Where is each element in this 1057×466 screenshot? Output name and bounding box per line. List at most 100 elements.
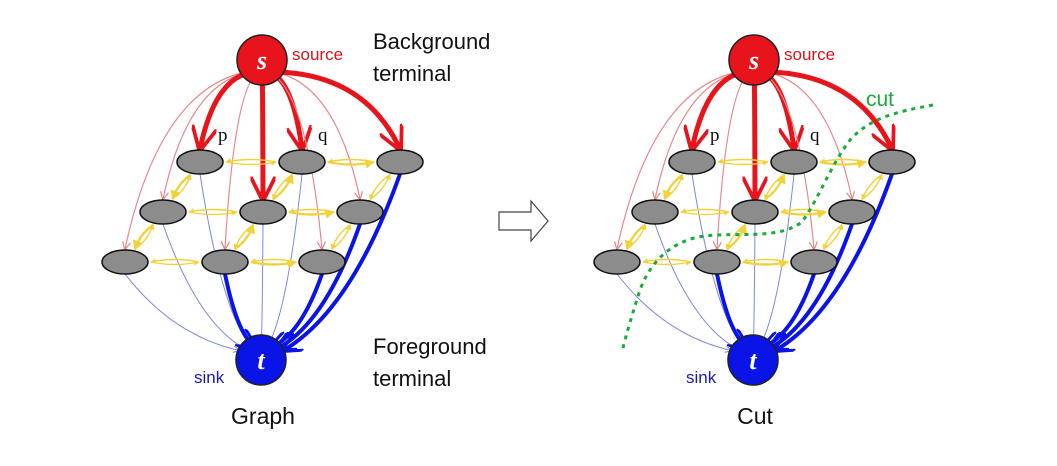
sink-t-link	[124, 273, 239, 350]
neighbor-n-link	[327, 158, 375, 164]
pixel-node	[139, 199, 187, 225]
pixel-node	[790, 249, 838, 275]
pixel-node	[631, 199, 679, 225]
source-terminal-node	[236, 34, 288, 86]
background-terminal-line2: terminal	[373, 61, 451, 86]
pixel-node	[336, 199, 384, 225]
neighbor-n-link	[250, 259, 297, 269]
neighbor-n-link	[369, 173, 391, 201]
source-label: source	[292, 45, 343, 64]
neighbor-n-link	[680, 210, 730, 216]
pixel-node	[770, 149, 818, 175]
neighbor-n-link	[763, 174, 785, 200]
neighbor-n-link	[780, 208, 827, 214]
sink-t-link	[283, 173, 402, 351]
cut-caption: Cut	[737, 403, 773, 429]
neighbor-n-link	[225, 160, 277, 166]
neighbor-n-link	[233, 224, 254, 250]
sink-t-link	[223, 273, 255, 346]
pixel-node	[239, 199, 287, 225]
neighbor-n-link	[272, 173, 294, 201]
sink-terminal-node	[727, 334, 779, 386]
neighbor-n-link	[150, 260, 200, 266]
sink-t-link	[261, 223, 263, 345]
neighbor-n-link	[822, 224, 843, 250]
neighbor-n-link	[819, 158, 867, 164]
sink-t-link	[654, 223, 737, 349]
source-node-label: s	[256, 46, 267, 75]
pixel-node	[176, 149, 224, 175]
neighbor-n-link	[764, 173, 786, 201]
source-t-link	[163, 71, 251, 199]
sink-node-label: t	[749, 346, 757, 375]
neighbor-n-link	[717, 160, 769, 166]
source-t-link	[262, 71, 263, 199]
pixel-node	[731, 199, 779, 225]
pixel-node	[868, 149, 916, 175]
source-t-link	[273, 71, 360, 199]
source-terminal-node	[728, 34, 780, 86]
hollow-right-arrow-icon	[498, 199, 549, 243]
neighbor-n-link	[188, 210, 238, 216]
neighbor-n-link	[725, 223, 747, 251]
sink-label: sink	[194, 368, 225, 387]
neighbor-n-link	[170, 173, 192, 201]
cut-panel: p q s source t sink	[593, 34, 916, 387]
pixel-p-label: p	[218, 125, 228, 146]
sink-t-link	[715, 273, 747, 346]
neighbor-n-link	[680, 208, 730, 214]
neighbor-n-link	[725, 224, 746, 250]
neighbor-n-link	[150, 258, 200, 264]
sink-t-link	[753, 223, 755, 345]
foreground-terminal-line1: Foreground	[373, 334, 487, 359]
neighbor-n-link	[626, 224, 647, 250]
pixel-node	[828, 199, 876, 225]
sink-t-link	[616, 273, 731, 350]
neighbor-n-link	[134, 224, 155, 250]
source-t-link	[278, 69, 400, 149]
neighbor-n-link	[742, 259, 789, 269]
neighbor-n-link	[250, 258, 297, 264]
neighbor-n-link	[662, 173, 684, 201]
neighbor-n-link	[288, 208, 335, 214]
sink-t-link	[775, 173, 894, 351]
neighbor-n-link	[742, 258, 789, 264]
sink-t-link	[162, 223, 245, 349]
pixel-node	[298, 249, 346, 275]
neighbor-n-link	[133, 223, 155, 251]
foreground-terminal-line2: terminal	[373, 366, 451, 391]
neighbor-n-link	[625, 223, 647, 251]
source-t-link	[765, 71, 852, 199]
neighbor-n-link	[331, 224, 352, 250]
neighbor-n-link	[330, 224, 351, 250]
pixel-node	[376, 149, 424, 175]
source-t-link	[655, 71, 743, 199]
neighbor-n-link	[717, 158, 769, 164]
sink-terminal-node	[235, 334, 287, 386]
source-label: source	[784, 45, 835, 64]
neighbor-n-link	[271, 174, 293, 200]
neighbor-n-link	[664, 174, 684, 200]
source-node-label: s	[748, 46, 759, 75]
background-terminal-line1: Background	[373, 29, 490, 54]
neighbor-n-link	[861, 173, 883, 201]
pixel-q-label: q	[810, 125, 820, 146]
sink-label: sink	[686, 368, 717, 387]
cut-curve	[620, 103, 934, 353]
pixel-node	[101, 249, 149, 275]
sink-node-label: t	[257, 346, 265, 375]
neighbor-n-link	[642, 260, 692, 266]
pixel-node	[593, 249, 641, 275]
pixel-node	[201, 249, 249, 275]
pixel-node	[668, 149, 716, 175]
source-t-link	[617, 71, 738, 249]
neighbor-n-link	[642, 258, 692, 264]
source-t-link	[770, 69, 892, 149]
graph-caption: Graph	[231, 403, 295, 429]
pixel-p-label: p	[710, 125, 720, 146]
neighbor-n-link	[288, 209, 335, 219]
source-t-link	[754, 71, 755, 199]
neighbor-n-link	[369, 173, 391, 201]
neighbor-n-link	[188, 208, 238, 214]
